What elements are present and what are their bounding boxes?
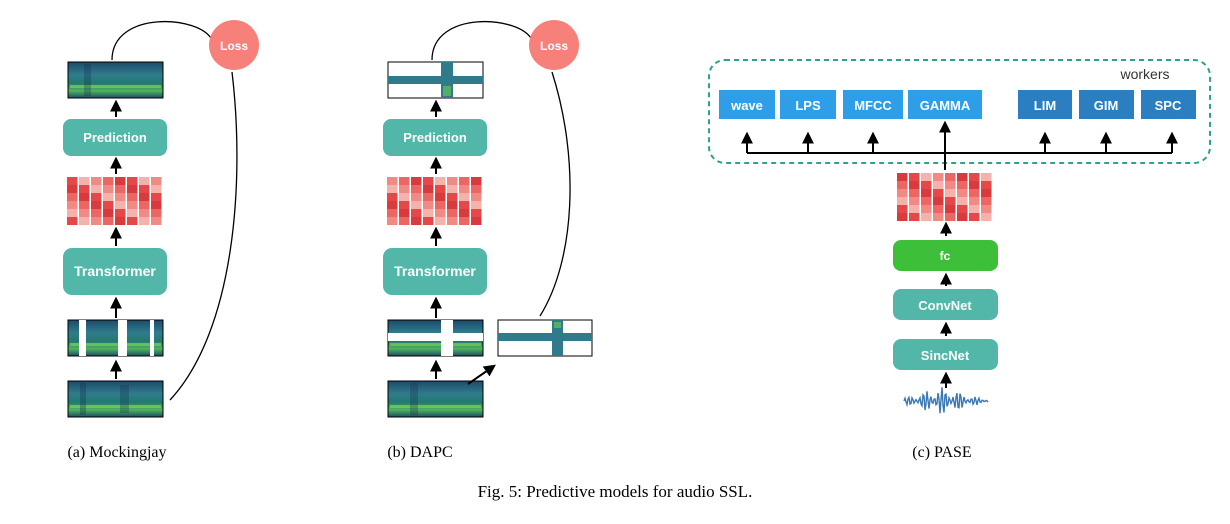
target-spectrogram xyxy=(497,319,593,357)
arrow-to-target xyxy=(467,364,496,385)
worker-label: MFCC xyxy=(854,98,892,113)
loss-node: Loss xyxy=(529,20,579,70)
loss-curve-top xyxy=(111,20,213,61)
loss-curve-side xyxy=(169,71,238,401)
loss-label: Loss xyxy=(220,39,248,53)
panel-pase: workers wave LPS MFCC GAMMA LIM GIM SPC xyxy=(708,59,1211,461)
transformer-block: Transformer xyxy=(63,248,167,295)
feature-matrix xyxy=(67,177,162,225)
feature-matrix xyxy=(387,177,482,225)
prediction-block: Prediction xyxy=(63,119,167,156)
worker-lps: LPS xyxy=(780,90,836,119)
sincnet-block: SincNet xyxy=(893,339,998,370)
worker-wave: wave xyxy=(719,90,775,119)
prediction-block: Prediction xyxy=(383,119,487,156)
loss-node: Loss xyxy=(209,20,259,70)
waveform-icon xyxy=(903,387,989,414)
workers-label: workers xyxy=(1119,66,1169,82)
worker-lim: LIM xyxy=(1018,90,1072,119)
worker-label: wave xyxy=(730,98,763,113)
masked-spectrogram xyxy=(387,319,484,357)
workers-container xyxy=(708,59,1211,164)
loss-curve-side xyxy=(539,71,571,317)
worker-spc: SPC xyxy=(1141,90,1196,119)
caption-dapc: (b) DAPC xyxy=(387,444,452,461)
worker-label: SPC xyxy=(1155,98,1182,113)
transformer-block: Transformer xyxy=(383,248,487,295)
panel-dapc: Transformer Prediction Loss (b) DAPC xyxy=(383,20,593,461)
caption-mockingjay: (a) Mockingjay xyxy=(67,444,166,461)
output-spectrogram xyxy=(67,61,164,99)
transformer-label: Transformer xyxy=(394,263,476,279)
convnet-label: ConvNet xyxy=(918,298,972,313)
sincnet-label: SincNet xyxy=(921,348,970,363)
worker-mfcc: MFCC xyxy=(843,90,903,119)
fc-label: fc xyxy=(940,249,951,263)
transformer-label: Transformer xyxy=(74,263,156,279)
input-spectrogram xyxy=(67,380,164,418)
caption-pase: (c) PASE xyxy=(912,444,971,461)
worker-label: LPS xyxy=(795,98,821,113)
worker-bus xyxy=(741,120,1178,170)
figure-caption: Fig. 5: Predictive models for audio SSL. xyxy=(478,482,753,501)
feature-matrix xyxy=(897,173,992,221)
input-spectrogram xyxy=(387,380,484,418)
worker-gim: GIM xyxy=(1079,90,1134,119)
worker-label: GAMMA xyxy=(920,98,971,113)
convnet-block: ConvNet xyxy=(893,289,998,320)
prediction-label: Prediction xyxy=(403,130,467,145)
worker-label: GIM xyxy=(1094,98,1119,113)
fc-block: fc xyxy=(893,240,998,271)
worker-gamma: GAMMA xyxy=(908,90,982,119)
masked-spectrogram xyxy=(67,319,164,357)
panel-mockingjay: Transformer Prediction Loss (a) Mockingj… xyxy=(63,20,259,461)
loss-label: Loss xyxy=(540,39,568,53)
output-spectrogram xyxy=(387,61,484,99)
worker-label: LIM xyxy=(1034,98,1056,113)
prediction-label: Prediction xyxy=(83,130,147,145)
loss-curve-top xyxy=(431,20,533,61)
